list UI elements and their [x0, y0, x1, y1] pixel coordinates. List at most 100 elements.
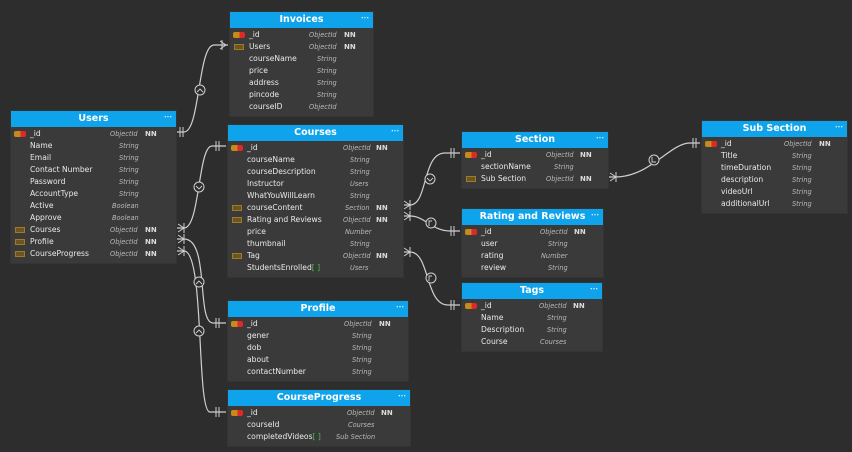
entity-header[interactable]: CourseProgress ∙∙∙	[228, 390, 410, 406]
entity-header[interactable]: Rating and Reviews ∙∙∙	[462, 209, 603, 225]
field-name: Email	[30, 153, 52, 162]
more-menu-icon[interactable]: ∙∙∙	[391, 127, 399, 135]
more-menu-icon[interactable]: ∙∙∙	[164, 113, 172, 121]
more-menu-icon[interactable]: ∙∙∙	[835, 123, 843, 131]
field-row[interactable]: Email String	[11, 152, 176, 164]
field-type: Sub Section	[336, 433, 376, 441]
field-name: _id	[721, 139, 732, 148]
entity-header[interactable]: Tags ∙∙∙	[462, 283, 602, 299]
entity-title: Users	[78, 113, 109, 124]
entity-header[interactable]: Users ∙∙∙	[11, 111, 176, 127]
more-menu-icon[interactable]: ∙∙∙	[596, 134, 604, 142]
more-menu-icon[interactable]: ∙∙∙	[361, 14, 369, 22]
field-name: Sub Section	[481, 174, 527, 183]
field-name: Tag	[247, 251, 260, 260]
more-menu-icon[interactable]: ∙∙∙	[396, 303, 404, 311]
not-null-flag: NN	[145, 250, 157, 258]
field-row[interactable]: completedVideos[ ]Sub Section	[228, 431, 410, 443]
more-menu-icon[interactable]: ∙∙∙	[590, 285, 598, 293]
field-type: String	[792, 176, 812, 184]
field-type: String	[792, 188, 812, 196]
field-type: ObjectId	[110, 238, 138, 246]
field-row[interactable]: StudentsEnrolled[ ]Users	[228, 262, 403, 274]
entity-header[interactable]: Courses ∙∙∙	[228, 125, 403, 141]
entity-header[interactable]: Profile ∙∙∙	[228, 301, 408, 317]
entity-header[interactable]: Section ∙∙∙	[462, 132, 608, 148]
more-menu-icon[interactable]: ∙∙∙	[591, 211, 599, 219]
more-menu-icon[interactable]: ∙∙∙	[398, 392, 406, 400]
field-type: String	[119, 154, 139, 162]
field-name: courseID	[249, 102, 283, 111]
field-type: String	[792, 152, 812, 160]
not-null-flag: NN	[376, 144, 388, 152]
not-null-flag: NN	[145, 238, 157, 246]
field-type: String	[350, 156, 370, 164]
entity-header[interactable]: Invoices ∙∙∙	[230, 12, 373, 28]
field-name: Rating and Reviews	[247, 215, 322, 224]
entity-header[interactable]: Sub Section ∙∙∙	[702, 121, 847, 137]
primary-key-icon	[14, 131, 26, 137]
